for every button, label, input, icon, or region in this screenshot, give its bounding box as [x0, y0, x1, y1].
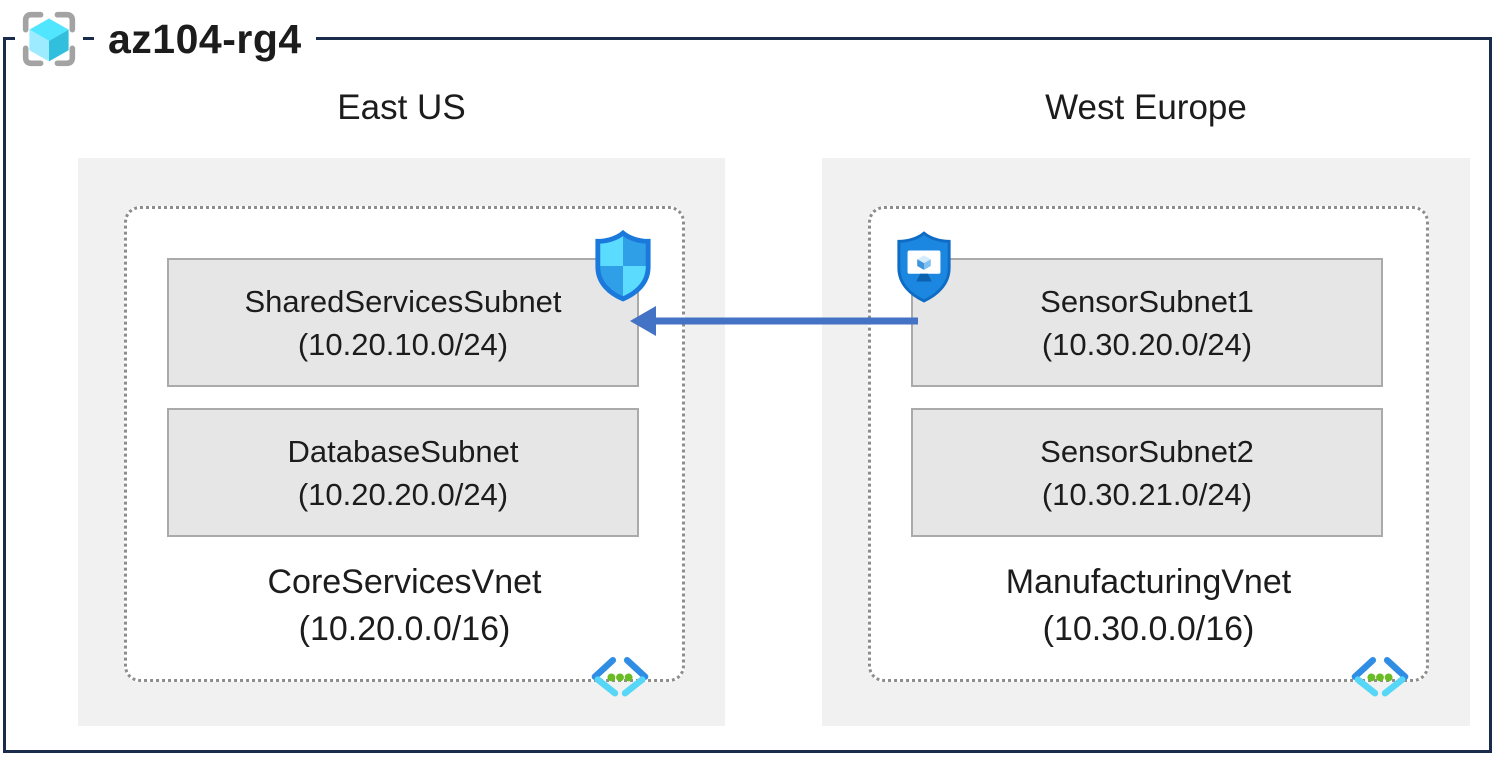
subnet-name: SensorSubnet2 [1040, 433, 1254, 469]
region-box-west-europe: SensorSubnet1 (10.30.20.0/24) SensorSubn… [822, 158, 1470, 726]
vnet-name: CoreServicesVnet [267, 563, 542, 601]
subnet-name: SensorSubnet1 [1040, 283, 1254, 319]
peering-arrow [630, 306, 918, 336]
subnet-cidr: (10.30.21.0/24) [1041, 476, 1253, 512]
resource-group-frame [3, 37, 1492, 753]
vnet-cidr: (10.30.0.0/16) [1042, 610, 1255, 648]
application-security-group-icon [894, 229, 954, 305]
resource-group-title: az104-rg4 [94, 10, 316, 68]
subnet-name: SharedServicesSubnet [244, 283, 562, 319]
virtual-network-icon [1347, 651, 1413, 701]
region-heading-west-europe: West Europe [1045, 88, 1247, 127]
region-heading-east-us: East US [337, 88, 466, 127]
virtual-network-icon [587, 651, 653, 701]
subnet-cidr: (10.30.20.0/24) [1041, 326, 1253, 362]
network-security-group-icon [593, 229, 653, 303]
subnet-card-databasesubnet: DatabaseSubnet (10.20.20.0/24) [167, 408, 639, 537]
subnet-card-sensorsubnet2: SensorSubnet2 (10.30.21.0/24) [911, 408, 1383, 537]
vnet-box-coreservicesvnet: SharedServicesSubnet (10.20.10.0/24) Dat… [124, 206, 685, 697]
resource-group-icon [15, 8, 83, 70]
subnet-card-sensorsubnet1: SensorSubnet1 (10.30.20.0/24) [897, 231, 1383, 387]
vnet-cidr: (10.20.0.0/16) [298, 610, 511, 648]
vnet-label-manufacturingvnet: ManufacturingVnet (10.30.0.0/16) [871, 559, 1426, 653]
subnet-card-sharedservicessubnet: SharedServicesSubnet (10.20.10.0/24) [167, 229, 651, 387]
vnet-name: ManufacturingVnet [1005, 563, 1292, 601]
subnet-name: DatabaseSubnet [287, 433, 519, 469]
subnet-cidr: (10.20.20.0/24) [297, 476, 509, 512]
vnet-label-coreservicesvnet: CoreServicesVnet (10.20.0.0/16) [127, 559, 682, 653]
vnet-box-manufacturingvnet: SensorSubnet1 (10.30.20.0/24) SensorSubn… [868, 206, 1429, 697]
subnet-cidr: (10.20.10.0/24) [297, 326, 509, 362]
region-box-east-us: SharedServicesSubnet (10.20.10.0/24) Dat… [78, 158, 725, 726]
